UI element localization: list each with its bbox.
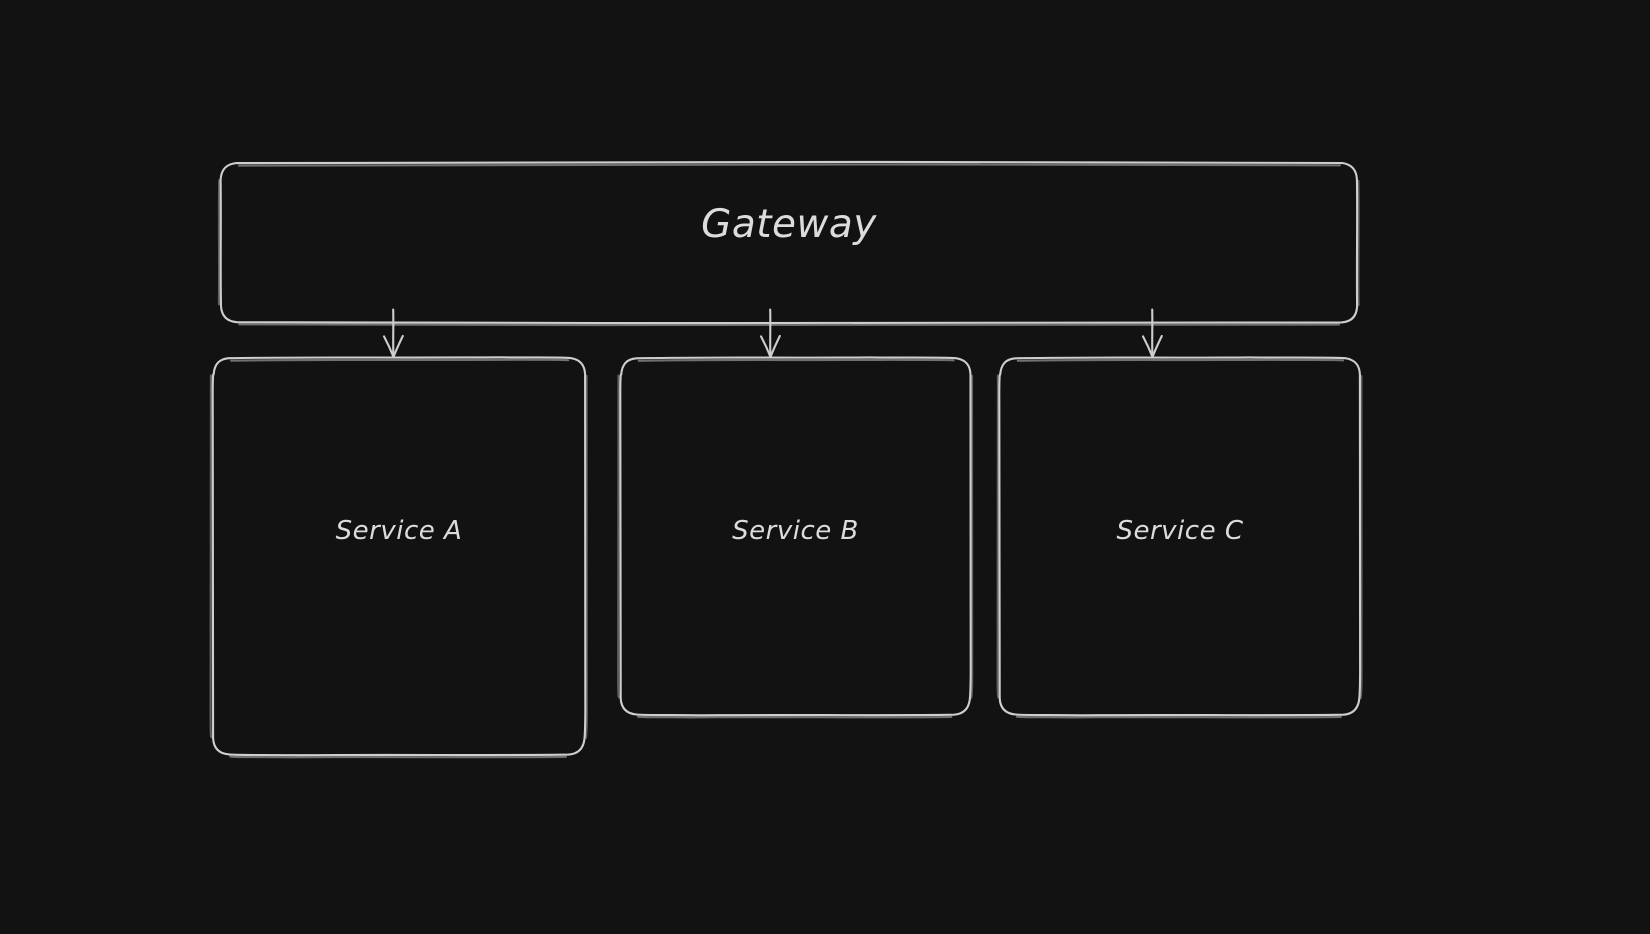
node-label-service-c: Service C (1116, 516, 1244, 546)
node-label-service-a: Service A (335, 516, 463, 546)
edge-gateway-to-service-a[interactable] (382, 308, 404, 359)
edge-gateway-to-service-c[interactable] (1141, 308, 1163, 359)
node-label-service-b: Service B (732, 516, 859, 546)
node-service-c-outline[interactable] (996, 356, 1363, 719)
node-service-a-outline[interactable] (209, 356, 588, 759)
node-service-b-outline[interactable] (617, 356, 974, 719)
node-gateway-outline[interactable] (217, 160, 1360, 327)
edge-gateway-to-service-b[interactable] (759, 308, 781, 359)
node-label-gateway: Gateway (701, 202, 877, 247)
